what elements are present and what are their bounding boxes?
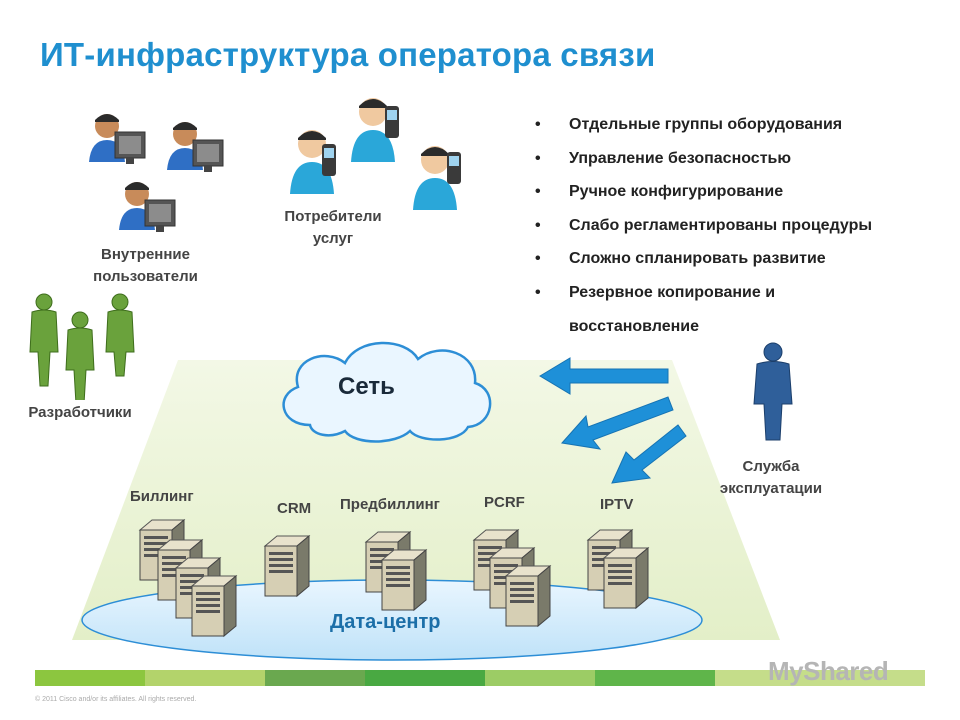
server-prebilling-icon	[365, 531, 427, 611]
internal-users-icon	[89, 114, 224, 232]
server-billing-icon	[139, 519, 237, 637]
operations-staff-icon	[753, 342, 793, 441]
server-iptv-icon	[587, 529, 649, 609]
copyright-text: © 2011 Cisco and/or its affiliates. All …	[35, 696, 197, 703]
network-cloud-icon	[282, 341, 492, 443]
server-label-pcrf: PCRF	[484, 494, 525, 511]
arrow-to-network-icon	[539, 357, 669, 395]
network-label: Сеть	[338, 373, 395, 400]
issue-item: Отдельные группы оборудования	[535, 108, 945, 142]
issue-item: Слабо регламентированы процедуры	[535, 209, 945, 243]
service-consumers-icon	[290, 98, 461, 210]
internal-users-label: Внутренние пользователи	[93, 246, 198, 285]
operations-label: Служба эксплуатации	[719, 458, 823, 497]
server-label-billing: Биллинг	[130, 488, 194, 505]
server-pcrf-icon	[473, 529, 551, 627]
arrow-to-billing-icon	[561, 396, 674, 450]
server-label-prebilling: Предбиллинг	[340, 496, 440, 513]
arrows-group	[539, 357, 687, 484]
issue-item: Резервное копирование и восстановление	[535, 276, 829, 343]
footer-color-bar	[35, 670, 925, 686]
server-crm-icon	[264, 535, 310, 597]
watermark-logo: MyShared	[768, 656, 889, 686]
server-label-crm: CRM	[277, 500, 312, 517]
arrow-to-iptv-icon	[611, 424, 687, 484]
developers-label: Разработчики	[28, 404, 132, 421]
issue-item: Ручное конфигурирование	[535, 175, 945, 209]
issues-list: Отдельные группы оборудования Управление…	[535, 108, 945, 343]
issue-item: Сложно спланировать развитие	[535, 242, 945, 276]
developers-icon	[29, 293, 135, 400]
issue-item: Управление безопасностью	[535, 142, 945, 176]
page-title: ИТ-инфраструктура оператора связи	[40, 36, 656, 73]
server-label-iptv: IPTV	[600, 496, 634, 513]
service-consumers-label: Потребители услуг	[284, 208, 382, 247]
datacenter-label: Дата-центр	[330, 611, 441, 633]
